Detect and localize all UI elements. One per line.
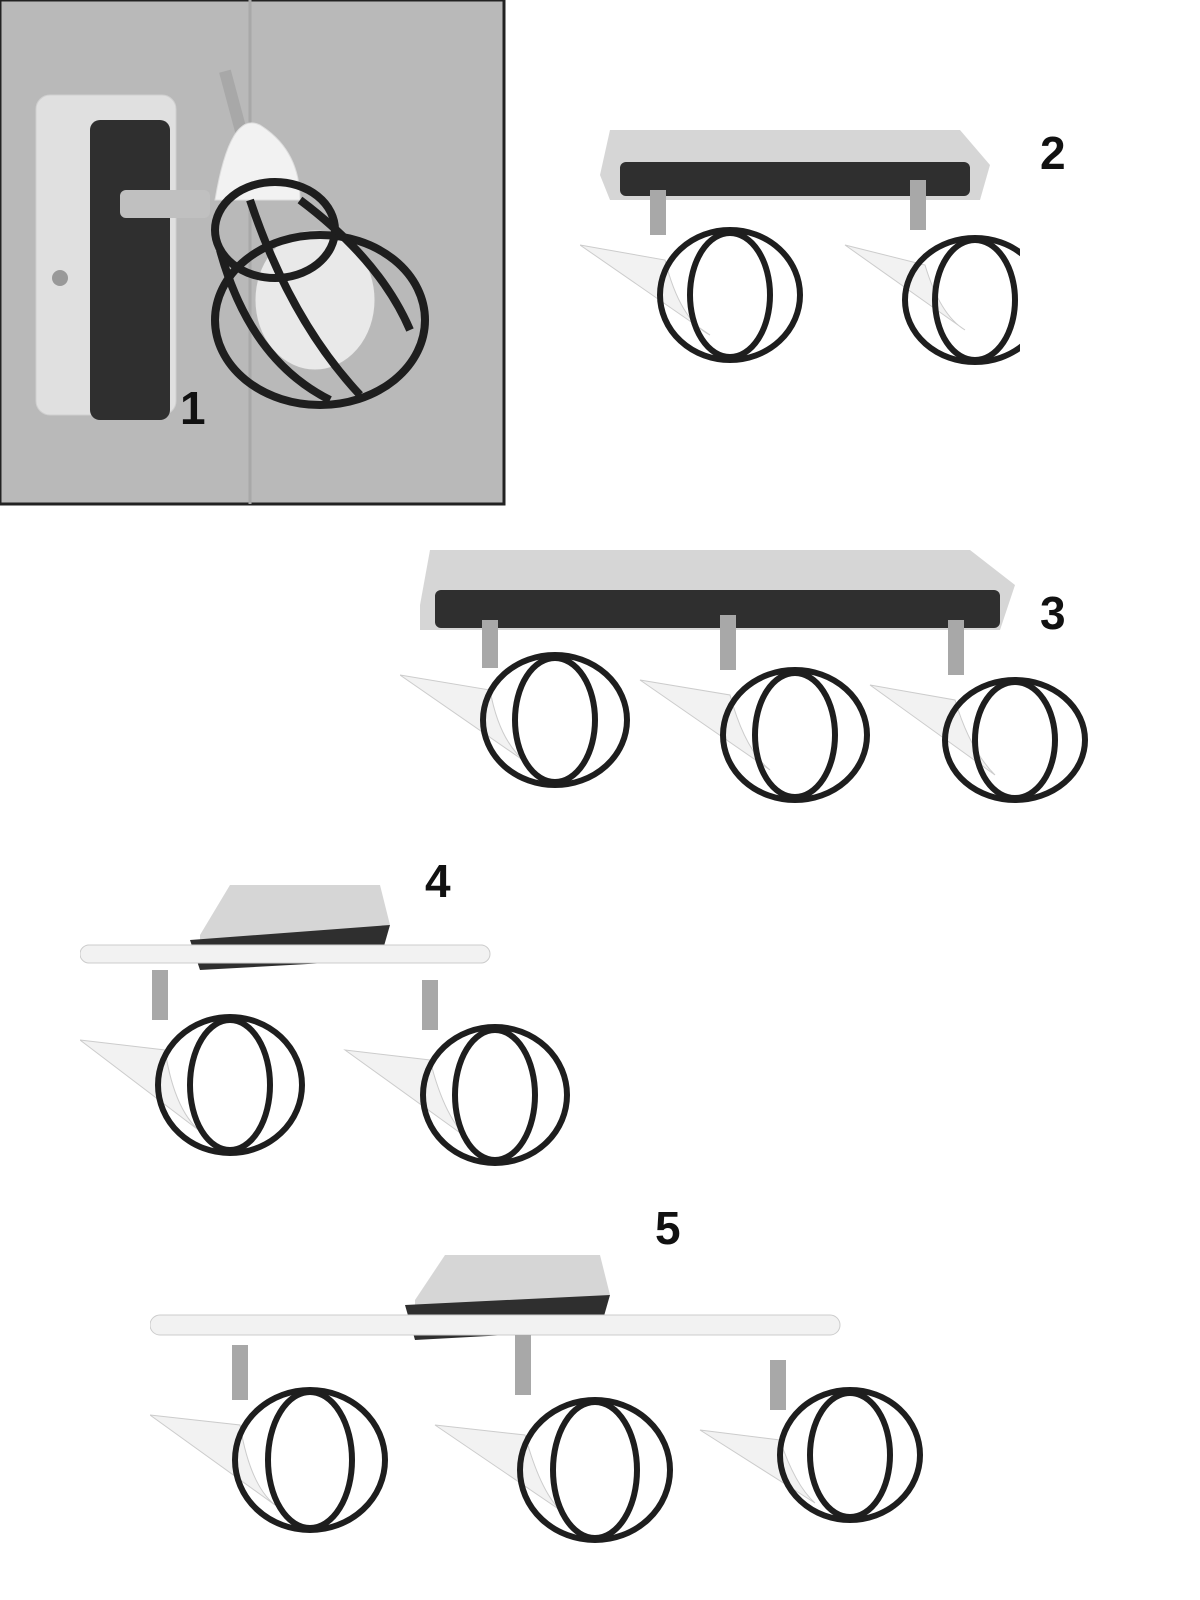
spotlight-4-image — [80, 885, 570, 1166]
wall-spotlight-1-image — [0, 0, 506, 506]
screw-icon — [52, 270, 68, 286]
variant-2-image — [580, 120, 1020, 390]
white-bar — [80, 944, 491, 964]
white-bar — [150, 1314, 841, 1336]
spotlight-3-image — [400, 550, 1088, 803]
ceiling-plate-black — [620, 162, 970, 196]
bulb-icon — [254, 229, 376, 371]
variant-label-5: 5 — [655, 1202, 681, 1254]
variant-label-2: 2 — [1040, 127, 1066, 179]
mount-plate-black — [90, 120, 170, 420]
spotlight-5-image — [150, 1255, 923, 1543]
spot-heads — [400, 615, 1088, 803]
variant-3-image — [400, 545, 1100, 830]
spot-heads — [80, 970, 570, 1166]
chrome-arm — [120, 190, 210, 218]
chrome-rod — [219, 69, 249, 141]
spot-heads — [150, 1335, 923, 1543]
spot-heads — [580, 180, 1020, 365]
ceiling-plate-black — [435, 590, 1000, 628]
wire-cage — [211, 178, 429, 409]
variant-label-4: 4 — [425, 855, 451, 907]
variant-5-image — [150, 1255, 950, 1555]
spotlight-2-image — [580, 130, 1020, 365]
variant-label-3: 3 — [1040, 587, 1066, 639]
variant-4-image — [80, 885, 600, 1185]
variant-1-photo — [0, 0, 506, 506]
variant-label-1: 1 — [180, 382, 206, 434]
